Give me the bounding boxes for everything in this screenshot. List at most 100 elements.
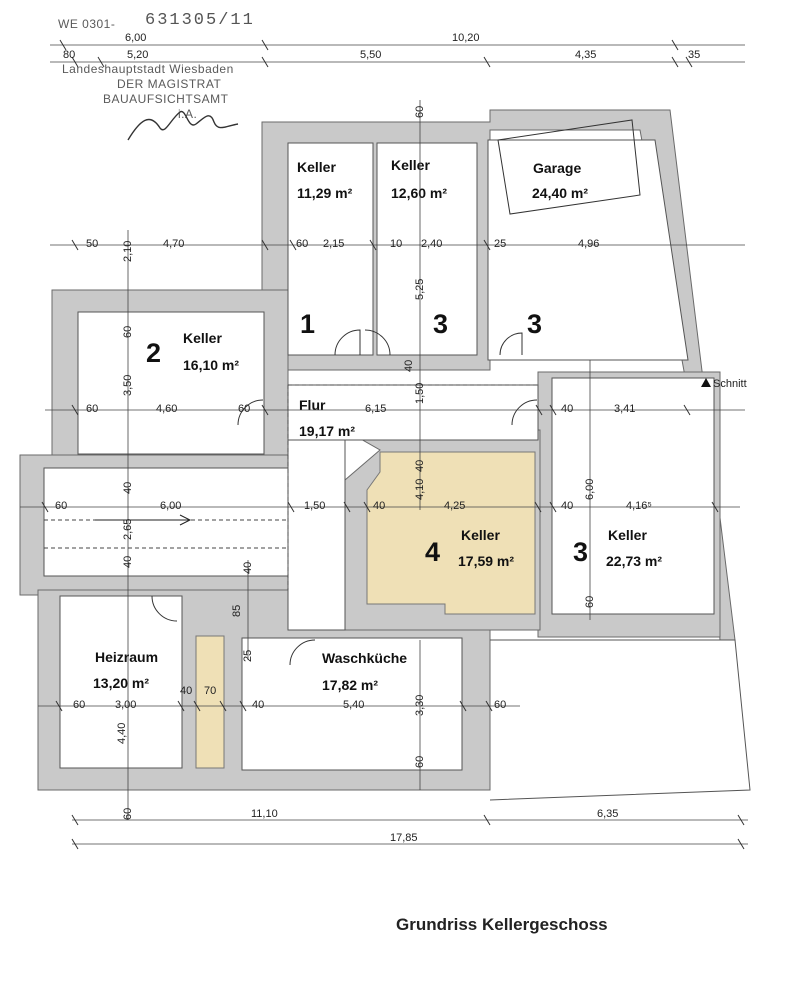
dim-bottom-1: 6,35 [597, 808, 618, 820]
room-heizraum [59, 595, 183, 769]
number-garage: 3 [527, 309, 542, 339]
section-marker: Schnitt [701, 378, 747, 390]
room-keller-4 [366, 451, 536, 615]
room-keller-3a [376, 142, 478, 356]
dim-r210-3: 2,15 [323, 238, 344, 250]
number-keller-4: 4 [425, 537, 440, 567]
dim-v-15: 40 [414, 460, 426, 472]
stamp-line-1: Landeshauptstadt Wiesbaden [62, 62, 234, 76]
top-dimensions: 6,00 10,20 80 5,20 5,50 4,35 35 [50, 32, 745, 68]
number-keller-3b: 3 [573, 537, 588, 567]
dim-v-18: 60 [414, 756, 426, 768]
number-keller-3a: 3 [433, 309, 448, 339]
dim-v-13: 40 [403, 360, 415, 372]
dim-r300-2: 40 [180, 685, 192, 697]
dim-top-3: 4,35 [575, 49, 596, 61]
room-flur [287, 384, 539, 441]
area-waschkueche: 17,82 m² [322, 677, 378, 693]
label-heizraum: Heizraum [95, 649, 158, 665]
dim-r600-2: 1,50 [304, 500, 325, 512]
area-garage: 24,40 m² [532, 185, 588, 201]
number-keller-2: 2 [146, 338, 161, 368]
room-labels: Keller 11,29 m² 1 Keller 12,60 m² 3 Gara… [93, 157, 662, 693]
stamp-line-2: DER MAGISTRAT [117, 77, 221, 91]
number-keller-1: 1 [300, 309, 315, 339]
garage-car-outline [497, 119, 641, 215]
stamp-line-4: i.A. [178, 107, 197, 121]
dim-v-4: 2,65 [122, 519, 134, 540]
dim-v-7: 60 [122, 808, 134, 820]
section-marker-label: Schnitt [713, 378, 747, 390]
dim-v-20: 60 [584, 596, 596, 608]
dim-top-left: 6,00 [125, 32, 146, 44]
dim-v-3: 40 [122, 482, 134, 494]
dim-r300-0: 60 [73, 699, 85, 711]
dimension-row-210: 50 4,70 60 2,15 10 2,40 25 4,96 [50, 238, 745, 251]
dim-r300-5: 5,40 [343, 699, 364, 711]
dim-r210-5: 2,40 [421, 238, 442, 250]
dim-v-2: 3,50 [122, 375, 134, 396]
dim-r600-5: 40 [561, 500, 573, 512]
area-keller-3b: 22,73 m² [606, 553, 662, 569]
label-keller-1: Keller [297, 159, 336, 175]
dim-r600-3: 40 [373, 500, 385, 512]
dim-r210-4: 10 [390, 238, 402, 250]
dim-v-11: 60 [414, 106, 426, 118]
dim-r300-1: 3,00 [115, 699, 136, 711]
authority-stamp: WE 0301- 631305/11 Landeshauptstadt Wies… [58, 11, 255, 141]
label-keller-4: Keller [461, 527, 500, 543]
dim-r460-0: 60 [86, 403, 98, 415]
dim-bottom-total: 17,85 [390, 832, 418, 844]
dim-top-2: 5,50 [360, 49, 381, 61]
dimension-row-300: 60 3,00 40 70 40 5,40 60 [38, 685, 520, 712]
plan-title: Grundriss Kellergeschoss [396, 915, 608, 934]
label-keller-3b: Keller [608, 527, 647, 543]
dim-top-total: 10,20 [452, 32, 480, 44]
dim-r210-6: 25 [494, 238, 506, 250]
stamp-ref-prefix: WE 0301- [58, 17, 115, 31]
room-keller-3b [551, 377, 715, 615]
stair-area [43, 467, 289, 577]
dim-r460-5: 3,41 [614, 403, 635, 415]
dim-v-16: 4,10 [414, 479, 426, 500]
dim-r210-2: 60 [296, 238, 308, 250]
label-keller-2: Keller [183, 330, 222, 346]
stamp-ref-number: 631305/11 [145, 11, 255, 30]
area-heizraum: 13,20 m² [93, 675, 149, 691]
outside-area-outline [489, 639, 751, 801]
area-keller-2: 16,10 m² [183, 357, 239, 373]
dim-r210-0: 50 [86, 238, 98, 250]
label-garage: Garage [533, 160, 581, 176]
dim-r600-0: 60 [55, 500, 67, 512]
dim-top-4: 35 [688, 49, 700, 61]
dim-top-0: 80 [63, 49, 75, 61]
dim-v-9: 85 [231, 605, 243, 617]
dim-v-6: 4,40 [116, 723, 128, 744]
rooms [43, 119, 751, 801]
dim-v-1: 60 [122, 326, 134, 338]
label-flur: Flur [299, 397, 326, 413]
dim-r460-4: 40 [561, 403, 573, 415]
dim-v-8: 40 [242, 562, 254, 574]
dim-r210-7: 4,96 [578, 238, 599, 250]
bottom-dimensions: 11,10 6,35 17,85 [71, 808, 748, 850]
dim-v-0: 2,10 [122, 241, 134, 262]
stair-dashes [44, 384, 538, 590]
room-corridor-highlight [195, 635, 225, 769]
area-keller-3a: 12,60 m² [391, 185, 447, 201]
room-waschkueche [241, 637, 463, 771]
dim-r460-2: 60 [238, 403, 250, 415]
dim-bottom-0: 11,10 [251, 808, 278, 820]
dim-r210-1: 4,70 [163, 238, 184, 250]
dim-r600-6: 4,16⁵ [626, 500, 652, 512]
vertical-dimension-lines [127, 100, 591, 820]
dim-r600-1: 6,00 [160, 500, 181, 512]
dimension-row-460: 60 4,60 60 6,15 40 3,41 [45, 403, 745, 416]
dim-r460-3: 6,15 [365, 403, 386, 415]
dim-r600-4: 4,25 [444, 500, 465, 512]
dim-top-1: 5,20 [127, 49, 148, 61]
room-garage [487, 139, 689, 361]
room-flur-lower [287, 439, 346, 631]
area-keller-1: 11,29 m² [297, 185, 353, 201]
